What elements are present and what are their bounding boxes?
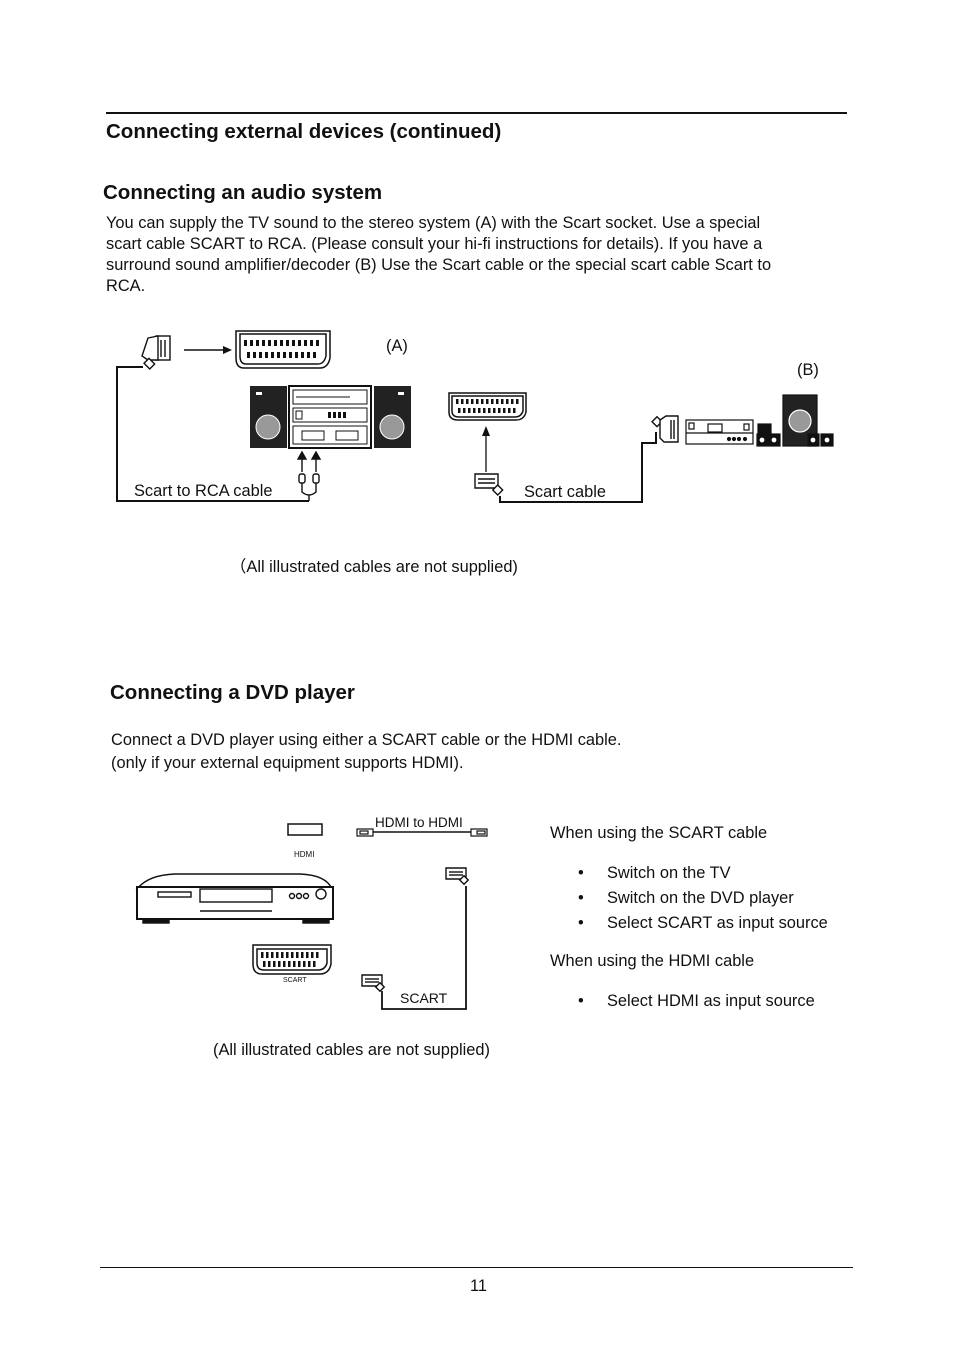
scart-cable-dvd-label: SCART [400,990,448,1006]
scart-port-label: SCART [283,977,307,984]
dvd-player-icon [135,873,334,924]
hdmi-port-label: HDMI [294,850,315,859]
arrow-up-icon [482,426,490,472]
audio-line: RCA. [106,277,146,295]
scart-to-rca-cable [116,366,309,502]
hdmi-steps-list: Select HDMI as input source [550,992,815,1017]
audio-heading: Connecting an audio system [103,181,383,204]
dvd-paragraph: Connect a DVD player using either a SCAR… [111,729,621,775]
dvd-heading: Connecting a DVD player [110,681,355,704]
scart-instructions-title: When using the SCART cable [550,824,768,842]
dvd-line: Connect a DVD player using either a SCAR… [111,731,622,749]
scart-port-icon [252,944,332,975]
hdmi-instructions-title: When using the HDMI cable [550,952,755,970]
audio-line: surround sound amplifier/decoder (B) Use… [106,256,772,274]
scart-cable-label: Scart cable [524,483,606,501]
audio-note: （All illustrated cables are not supplied… [230,558,518,576]
audio-line: scart cable SCART to RCA. (Please consul… [106,235,763,253]
stereo-system-icon [250,385,411,449]
hdmi-cable-label: HDMI to HDMI [375,815,463,830]
scart-socket-b-icon [448,392,527,421]
scart-cable-icon [361,867,470,1010]
page-number: 11 [470,1277,488,1295]
surround-system-icon [685,394,834,447]
scart-plug-left-icon [141,335,171,370]
hdmi-port-icon [287,823,323,836]
label-a: (A) [386,337,408,355]
hdmi-cable-icon [356,828,488,837]
list-item: Switch on the TV [550,864,828,889]
page-title: Connecting external devices (continued) [106,120,502,143]
scart-to-rca-label: Scart to RCA cable [134,482,273,500]
scart-socket-a-icon [235,330,331,369]
header-rule [106,112,847,114]
audio-line: You can supply the TV sound to the stere… [106,214,761,232]
list-item: Select SCART as input source [550,914,828,939]
list-item: Switch on the DVD player [550,889,828,914]
rca-plugs-icon [296,450,322,501]
scart-plug-middle-icon [474,473,504,496]
audio-paragraph: You can supply the TV sound to the stere… [106,213,846,297]
scart-plug-right-icon [651,415,679,443]
scart-cable-right [499,432,657,503]
footer-rule [100,1267,853,1268]
dvd-note: (All illustrated cables are not supplied… [213,1041,490,1059]
dvd-line: (only if your external equipment support… [111,754,464,772]
scart-steps-list: Switch on the TV Switch on the DVD playe… [550,864,828,939]
list-item: Select HDMI as input source [550,992,815,1017]
label-b: (B) [797,361,819,379]
arrow-to-socket-icon [184,346,232,354]
